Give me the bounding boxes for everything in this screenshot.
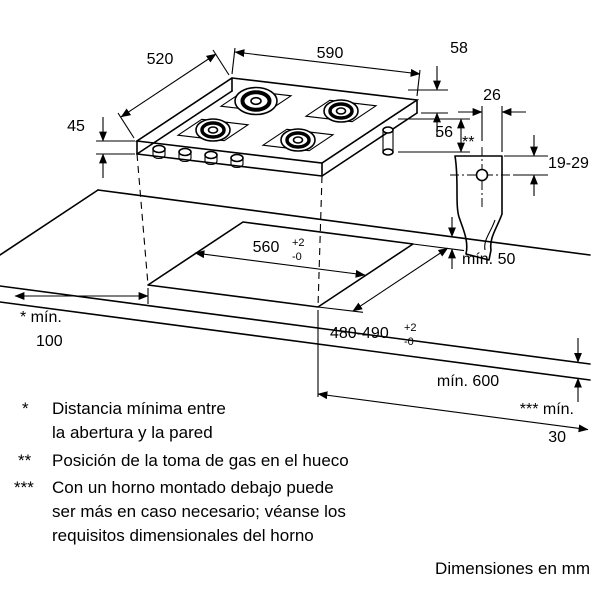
dim-label-min30-marker: *** mín. xyxy=(520,401,574,418)
burner-front-right xyxy=(280,128,316,152)
dim-rear-min: mín. 50 xyxy=(448,217,515,269)
dim-label-45: 45 xyxy=(67,118,85,135)
dim-cutout-width: 560 +2 -0 xyxy=(194,237,366,278)
burner-back-right xyxy=(323,99,359,123)
dim-gas-depth-range: 19-29 xyxy=(504,135,589,196)
knob xyxy=(230,153,244,169)
worktop-edge-section xyxy=(454,155,503,261)
footnote-marker: * xyxy=(22,399,29,418)
dim-label-480-490: 480-490 xyxy=(330,325,389,342)
dim-hob-width: 590 xyxy=(231,45,421,97)
footnote-line: la abertura y la pared xyxy=(52,423,213,442)
dim-cutout-depth: 480-490 +2 -0 xyxy=(317,243,465,348)
dim-label-min30-value: 30 xyxy=(548,429,566,446)
dim-label-19-29: 19-29 xyxy=(548,155,589,172)
dim-label-min50: mín. 50 xyxy=(462,251,515,268)
dim-bottom-min: *** mín. 30 xyxy=(520,338,582,446)
gas-position-marker: ** xyxy=(462,134,474,151)
hob-view xyxy=(134,77,420,177)
dim-label-26: 26 xyxy=(483,87,501,104)
knob xyxy=(152,144,166,160)
worktop-back-edge xyxy=(97,189,591,256)
control-knobs xyxy=(152,144,244,169)
dim-left-min: * mín. 100 xyxy=(14,288,149,350)
gas-point xyxy=(475,168,489,182)
knob xyxy=(178,147,192,163)
dim-label-560: 560 xyxy=(253,239,280,256)
footnote-marker: ** xyxy=(18,451,32,470)
dim-gas-offset: 26 xyxy=(458,87,526,152)
dim-hob-depth: 520 xyxy=(117,49,230,139)
dim-label-min600: mín. 600 xyxy=(437,373,499,390)
hob-dimensions: 520 590 58 45 56 xyxy=(67,40,470,178)
dim-side-height: 56 xyxy=(398,118,470,153)
footnote-marker: *** xyxy=(14,478,34,497)
dim-grate-height: 58 xyxy=(408,40,468,137)
footnote-line: requisitos dimensionales del horno xyxy=(52,526,314,545)
footnotes: * Distancia mínima entre la abertura y l… xyxy=(14,399,349,545)
projection-line-right xyxy=(317,175,323,308)
gas-detail-view: ** 26 19-29 xyxy=(450,87,589,261)
dim-label-58: 58 xyxy=(450,40,468,57)
dim-label-min100-marker: * mín. xyxy=(20,309,62,326)
grate-front-right xyxy=(261,128,335,152)
footnote-line: Posición de la toma de gas en el hueco xyxy=(52,451,349,470)
dim-label-56: 56 xyxy=(435,124,453,141)
grate-front-left xyxy=(176,118,250,142)
units-note: Dimensiones en mm xyxy=(435,559,590,578)
tolerance-plus: +2 xyxy=(404,322,417,334)
worktop-front-bottom-edge xyxy=(0,301,591,381)
worktop-dimensions: 560 +2 -0 480-490 +2 -0 mín. 50 * mín. 1… xyxy=(14,217,589,446)
tolerance-minus: -0 xyxy=(292,251,302,263)
worktop-left-edge xyxy=(0,189,99,256)
worktop-front-edge xyxy=(0,285,591,365)
knob xyxy=(204,150,218,166)
burner-back-left xyxy=(234,86,278,116)
grate-back-right xyxy=(304,99,378,123)
dim-hob-body-height: 45 xyxy=(67,117,135,178)
footnote-line: Con un horno montado debajo puede xyxy=(52,478,334,497)
break-line xyxy=(484,219,496,251)
tolerance-plus: +2 xyxy=(292,237,305,249)
footnote-line: Distancia mínima entre xyxy=(52,399,226,418)
dim-label-min100-value: 100 xyxy=(36,333,63,350)
footnote-line: ser más en caso necesario; véanse los xyxy=(52,502,346,521)
dim-label-590: 590 xyxy=(317,45,344,62)
projection-line-left xyxy=(136,153,149,286)
dim-depth-min: mín. 600 xyxy=(317,310,589,433)
dim-label-520: 520 xyxy=(147,51,174,68)
gas-connection-pipe xyxy=(382,126,394,156)
tolerance-minus: -0 xyxy=(404,336,414,348)
burner-front-left xyxy=(195,118,231,142)
